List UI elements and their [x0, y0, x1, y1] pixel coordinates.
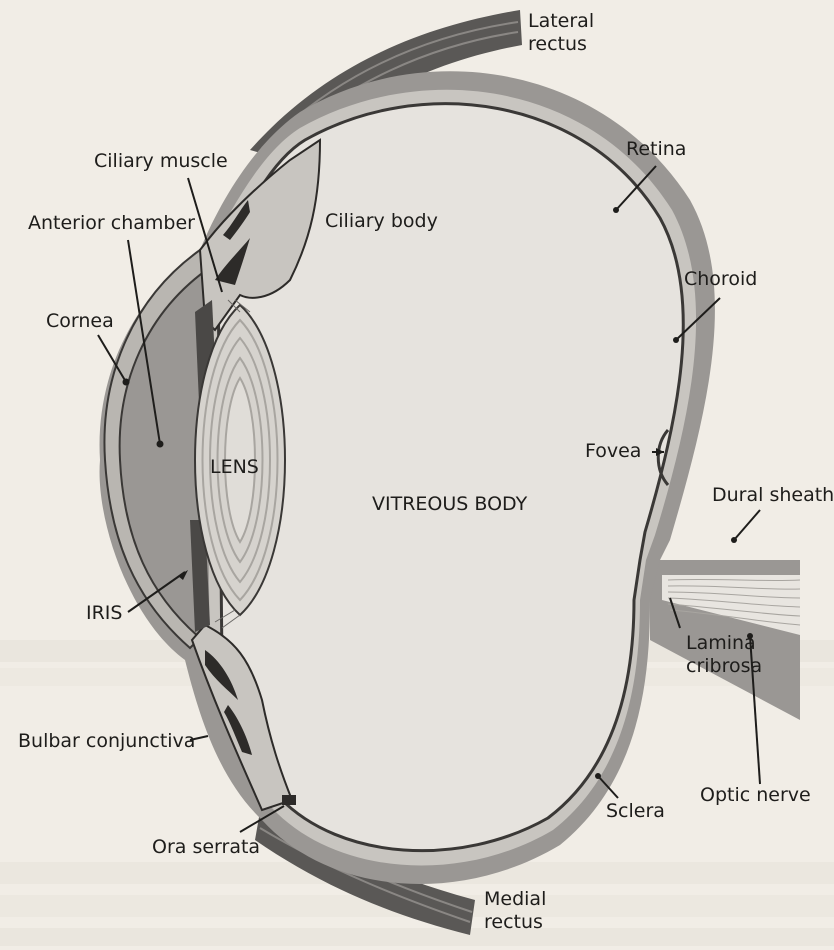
label-choroid: Choroid	[684, 268, 757, 291]
label-ciliary-body: Ciliary body	[325, 210, 438, 233]
label-lamina-cribrosa: Lamina cribrosa	[686, 632, 762, 678]
label-lens: LENS	[210, 456, 259, 479]
label-fovea: Fovea	[585, 440, 641, 463]
label-optic-nerve: Optic nerve	[700, 784, 811, 807]
label-retina: Retina	[626, 138, 686, 161]
label-vitreous-body: VITREOUS BODY	[372, 493, 527, 516]
ora-serrata-mark	[282, 795, 296, 805]
label-bulbar-conjunctiva: Bulbar conjunctiva	[18, 730, 195, 753]
label-ora-serrata: Ora serrata	[152, 836, 260, 859]
label-sclera: Sclera	[606, 800, 665, 823]
label-lateral-rectus: Lateral rectus	[528, 10, 594, 56]
label-medial-rectus: Medial rectus	[484, 888, 546, 934]
label-iris: IRIS	[86, 602, 122, 625]
label-ciliary-muscle: Ciliary muscle	[94, 150, 228, 173]
label-cornea: Cornea	[46, 310, 114, 333]
label-anterior-chamber: Anterior chamber	[28, 212, 195, 235]
label-dural-sheath: Dural sheath	[712, 484, 834, 507]
